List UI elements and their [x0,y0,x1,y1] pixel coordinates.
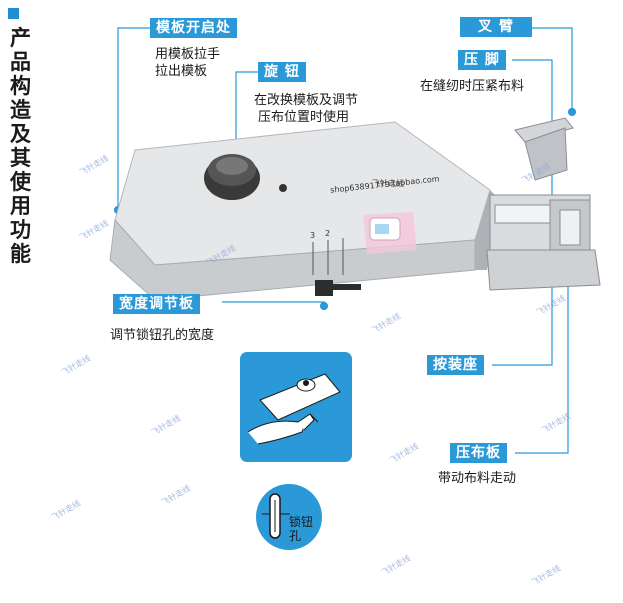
title-marker [8,8,19,19]
tag-presser-foot: 压 脚 [458,50,506,70]
leader-knob [235,71,258,153]
buttonhole-label: 锁钮孔 [289,515,314,543]
caption-presser-foot: 在缝纫时压紧布料 [420,79,525,94]
tag-feed-plate: 压布板 [450,443,507,463]
tag-template-switch: 模板开启处 [150,18,237,38]
tag-knob: 旋 钮 [258,62,306,82]
caption-width-plate: 调节锁钮孔的宽度 [110,328,215,343]
buttonhole-circle [256,484,322,550]
svg-text:2: 2 [325,229,330,238]
feed-plate-illustration [486,249,601,291]
caption-knob-1: 在改换模板及调节 [254,93,359,108]
tag-fork-arm: 叉 臂 [460,17,532,37]
caption-template-switch-1: 用模板拉手 [155,47,221,62]
fork-arm-illustration [514,117,574,143]
usage-inset [240,352,352,462]
width-lever [315,280,333,296]
caption-template-switch-2: 拉出模板 [155,64,208,79]
svg-text:3: 3 [310,231,315,240]
body-hole [279,184,287,192]
leader-feed-plate [515,262,569,454]
leader-dot-width-plate [319,301,329,311]
buttonhole-attachment-illustration: 3 2 [109,117,601,301]
buttonhole-icon [262,493,290,539]
logo-watermark-image [363,212,417,254]
leader-template-switch [117,27,152,210]
caption-feed-plate: 带动布料走动 [438,471,517,486]
leader-fork-arm [528,27,573,112]
hand-adjust-illustration [247,373,341,445]
caption-knob-2: 压布位置时使用 [258,110,350,125]
tag-mount-seat: 按装座 [427,355,484,375]
logo-watermark: 飞针走线 [372,179,404,188]
side-title: 产品构造及其使用功能 [10,26,31,266]
tag-width-plate: 宽度调节板 [113,294,200,314]
leader-dot-fork-arm [567,107,577,117]
